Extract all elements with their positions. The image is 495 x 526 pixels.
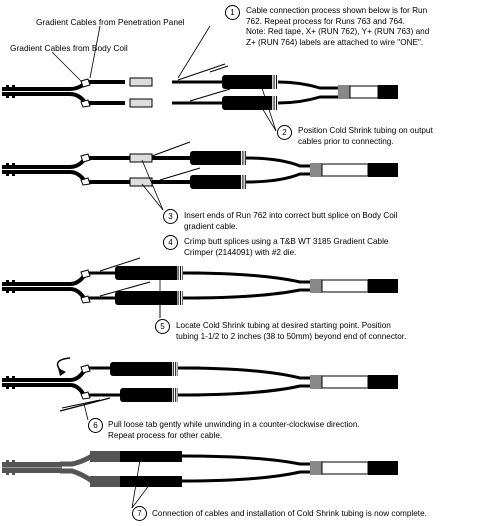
- step-7-text: Connection of cables and installation of…: [152, 509, 427, 520]
- step-6-number: 6: [88, 418, 103, 433]
- stage-2-cables: [2, 141, 398, 189]
- stage-1-cables: [2, 63, 398, 110]
- step-7-line-1: Connection of cables and installation of…: [152, 509, 427, 518]
- step-1-number: 1: [225, 5, 240, 20]
- step-2-text: Position Cold Shrink tubing on output ca…: [298, 126, 433, 147]
- step-4-line-2: Crimper (2144091) with #2 die.: [184, 247, 297, 257]
- step-6-line-2: Repeat process for other cable.: [108, 430, 223, 440]
- step-1-line-2: 762. Repeat process for Runs 763 and 764…: [246, 16, 405, 26]
- stage-3-cables: [2, 257, 398, 305]
- penetration-panel-label: Gradient Cables from Penetration Panel: [36, 17, 185, 27]
- stage-5-cables: [2, 451, 398, 487]
- step-6-line-1: Pull loose tab gently while unwinding in…: [108, 420, 360, 429]
- step-3-line-1: Insert ends of Run 762 into correct butt…: [184, 211, 398, 220]
- step-5-line-2: tubing 1-1/2 to 2 inches (38 to 50mm) be…: [176, 331, 407, 341]
- step-3-text: Insert ends of Run 762 into correct butt…: [184, 211, 397, 232]
- step-5-text: Locate Cold Shrink tubing at desired sta…: [176, 321, 406, 342]
- step-4-number: 4: [163, 235, 178, 250]
- step-1-line-3: Note: Red tape, X+ (RUN 762), Y+ (RUN 76…: [246, 27, 430, 36]
- step-3-number: 3: [163, 209, 178, 224]
- step-4-text: Crimp butt splices using a T&B WT 3185 G…: [184, 237, 388, 258]
- step-5-number: 5: [155, 319, 170, 334]
- step-7-number: 7: [132, 506, 147, 521]
- step-5-line-1: Locate Cold Shrink tubing at desired sta…: [176, 321, 391, 330]
- step-1-text: Cable connection process shown below is …: [246, 6, 429, 48]
- stage-4-cables: [2, 357, 398, 412]
- body-coil-label: Gradient Cables from Body Coil: [10, 43, 128, 53]
- step-6-text: Pull loose tab gently while unwinding in…: [108, 420, 360, 441]
- leader-lines: [51, 25, 277, 509]
- step-1-line-4: Z+ (RUN 764) labels are attached to wire…: [246, 37, 424, 47]
- step-2-line-2: cables prior to connecting.: [298, 136, 394, 146]
- step-1-line-1: Cable connection process shown below is …: [246, 6, 428, 15]
- step-3-line-2: gradient cable.: [184, 221, 238, 231]
- step-2-line-1: Position Cold Shrink tubing on output: [298, 126, 433, 135]
- step-4-line-1: Crimp butt splices using a T&B WT 3185 G…: [184, 237, 389, 246]
- step-2-number: 2: [277, 125, 292, 140]
